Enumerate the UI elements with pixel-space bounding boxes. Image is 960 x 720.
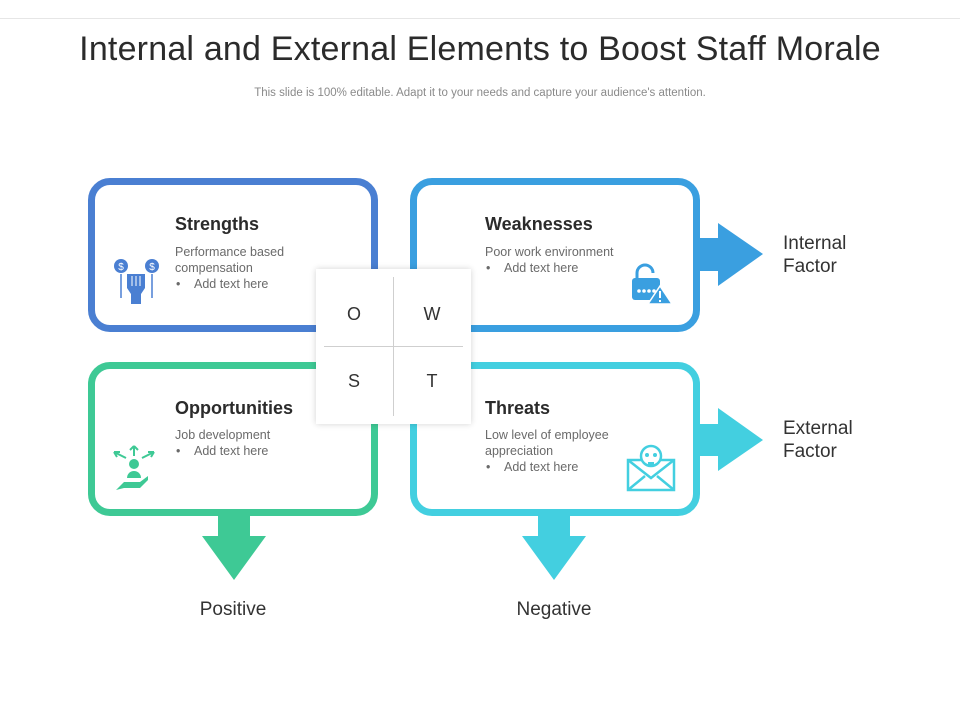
- strengths-bullet: Add text here: [176, 276, 268, 292]
- weaknesses-box: [410, 178, 700, 332]
- swot-letter-w: W: [423, 304, 441, 324]
- opportunities-title: Opportunities: [175, 398, 293, 418]
- swot-letter-o: O: [346, 304, 361, 324]
- external-factor-arrow: [690, 408, 763, 471]
- positive-label: Positive: [199, 599, 267, 620]
- internal-factor-label: Internal Factor: [783, 232, 846, 278]
- weaknesses-bullet: Add text here: [486, 260, 578, 276]
- strengths-description: Performance based compensation: [175, 245, 285, 275]
- page-title: Internal and External Elements to Boost …: [79, 30, 881, 68]
- internal-factor-line1: Internal: [783, 233, 847, 254]
- swot-letter-t: T: [426, 371, 438, 391]
- swot-center-grid: O W S T: [316, 269, 471, 424]
- envelope-skull-icon: [626, 444, 676, 492]
- hand-money-icon: $ $: [114, 259, 159, 304]
- top-divider: [0, 18, 960, 19]
- unlocked-padlock-warning-icon: [632, 263, 674, 305]
- strengths-title: Strengths: [175, 214, 260, 234]
- weaknesses-description: Poor work environment: [485, 245, 614, 259]
- external-factor-line2: Factor: [783, 441, 837, 462]
- internal-factor-line2: Factor: [783, 256, 837, 277]
- threats-title: Threats: [485, 398, 551, 418]
- threats-description: Low level of employee appreciation: [485, 428, 609, 458]
- negative-label: Negative: [516, 599, 592, 620]
- opportunities-bullet: Add text here: [176, 443, 268, 459]
- positive-arrow: [202, 508, 266, 580]
- external-factor-label: External Factor: [783, 417, 853, 463]
- svg-text:$: $: [149, 262, 155, 273]
- hand-person-arrows-icon: [113, 445, 155, 490]
- internal-factor-arrow: [690, 223, 763, 286]
- svg-text:$: $: [118, 262, 124, 273]
- negative-arrow: [522, 508, 586, 580]
- external-factor-line1: External: [783, 418, 853, 439]
- grid-horizontal-divider: [324, 346, 463, 347]
- page-subtitle: This slide is 100% editable. Adapt it to…: [254, 87, 706, 99]
- threats-bullet: Add text here: [486, 459, 578, 475]
- swot-letter-s: S: [347, 371, 360, 391]
- weaknesses-title: Weaknesses: [485, 214, 593, 234]
- opportunities-description: Job development: [175, 428, 271, 442]
